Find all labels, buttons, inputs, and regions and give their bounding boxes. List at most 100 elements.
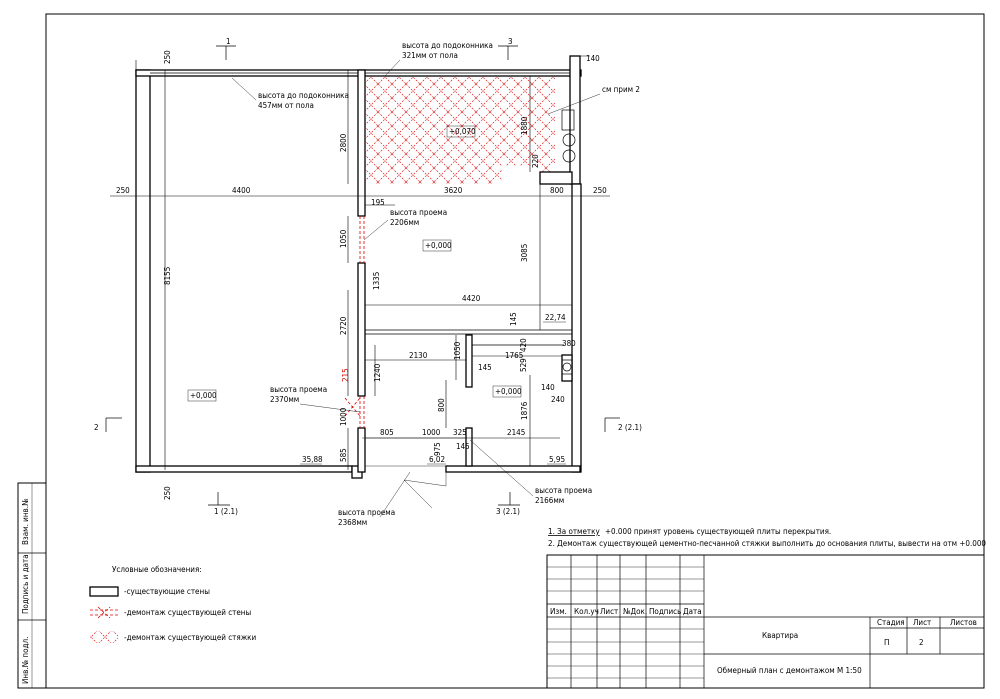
tb-sheets-label: Листов [950,618,977,627]
dim-140-top: 140 [586,54,600,63]
stamp-inv: Инв.№ подл. [21,637,30,684]
tb-stage-label: Стадия [877,618,905,627]
tb-stage: П [884,638,889,647]
tb-col-doc: №Док. [623,607,647,616]
dim-215-demolition: 215 [341,368,350,382]
annotations: высота до подоконника 321мм от пола высо… [231,41,640,527]
dim-805: 805 [380,428,394,437]
tb-col-date: Дата [683,607,702,616]
level-bath: +0,000 [495,387,522,396]
dim-420: 420 [519,338,528,352]
area-5-95: 5,95 [549,455,565,464]
dim-250-left: 250 [116,186,130,195]
level-marks: +0,070 +0,000 +0,000 +0,000 [187,125,522,402]
dim-975: 975 [433,442,442,456]
dim-800-mid: 800 [437,398,446,412]
tb-col-list: Лист [600,607,618,616]
dim-195: 195 [371,198,385,207]
note-opening2-label: высота проема [270,385,327,394]
side-stamp: Взам. инв.№ Подпись и дата Инв.№ подл. [17,482,47,689]
dim-145-b: 145 [478,363,492,372]
dim-2145: 2145 [507,428,525,437]
tb-col-izm: Изм. [550,607,567,616]
note-opening2-value: 2370мм [270,395,299,404]
dim-380: 380 [562,339,576,348]
dim-145-c: 145 [456,442,470,451]
level-balcony: +0,070 [449,127,476,136]
dim-529: 529 [519,358,528,372]
section-1-top: 1 [226,37,231,46]
dim-250-right: 250 [593,186,607,195]
section-2-left: 2 [94,423,99,432]
dimension-texts: 250 140 250 4400 3620 800 250 2800 1880 … [116,50,607,500]
note-opening3-value: 2166мм [535,496,564,505]
dim-4400: 4400 [232,186,251,195]
screed-demolition-area [365,72,555,184]
dim-1765: 1765 [505,351,523,360]
tb-sheet-label: Лист [913,618,931,627]
tb-sheet-title: Обмерный план с демонтажом М 1:50 [717,665,862,675]
remark-1: 1. За отметку +0.000 принят уровень суще… [548,527,831,536]
legend-title: Условные обозначения: [112,564,202,574]
dim-250-top: 250 [163,50,172,64]
dim-1876: 1876 [520,401,529,420]
area-22-74: 22,74 [545,313,566,322]
dim-1335: 1335 [372,272,381,290]
dim-145-a: 145 [509,312,518,326]
dim-3620: 3620 [444,186,463,195]
stamp-sign-date: Подпись и дата [21,554,30,614]
area-35-88: 35,88 [302,455,323,464]
note-opening4-value: 2368мм [338,518,367,527]
level-big-room: +0,000 [190,391,217,400]
dim-1880: 1880 [520,116,529,135]
note-opening3-label: высота проема [535,486,592,495]
room-areas: 22,74 35,88 6,02 5,95 [300,313,566,465]
legend: Условные обозначения: -существующие стен… [89,564,257,643]
dim-325: 325 [453,428,467,437]
note-see-2: см прим 2 [602,85,640,94]
section-3-top: 3 [508,37,513,46]
level-hall: +0,000 [425,241,452,250]
dim-2130: 2130 [409,351,428,360]
dim-1000-h: 1000 [422,428,441,437]
tb-project: Квартира [762,631,798,640]
note-opening1-label: высота проема [390,208,447,217]
dim-240: 240 [551,395,565,404]
balcony-fixtures [561,109,576,375]
dim-250-bottom: 250 [163,486,172,500]
remark-2: 2. Демонтаж существующей цементно-песчан… [548,539,986,548]
note-sill-top-label: высота до подоконника [402,41,493,50]
remarks: 1. За отметку +0.000 принят уровень суще… [548,527,986,548]
note-sill-top-value: 321мм от пола [402,51,458,60]
dim-2800: 2800 [339,133,348,152]
title-block: Изм. Кол.уч Лист №Док. Подпись Дата Квар… [546,554,985,689]
dim-2720: 2720 [339,316,348,335]
note-sill-left-value: 457мм от пола [258,101,314,110]
section-1-bottom: 1 (2.1) [214,507,238,516]
dim-800-right: 800 [550,186,564,195]
legend-screed: -демонтаж существующей стяжки [124,633,257,642]
dim-4420: 4420 [462,294,481,303]
existing-walls [135,55,582,479]
dim-1050-a: 1050 [339,229,348,248]
dim-1240: 1240 [373,363,382,382]
legend-demolition: -демонтаж существующей стены [124,608,252,617]
section-markers: 1 3 2 2 (2.1) 1 (2.1) 3 (2.1) [94,37,642,516]
dim-140-b: 140 [541,383,555,392]
dimension-lines [110,55,610,470]
dim-585: 585 [339,448,348,462]
dim-220: 220 [531,154,540,168]
note-sill-left-label: высота до подоконника [258,91,349,100]
tb-col-kol: Кол.уч [574,607,599,616]
note-opening4-label: высота проема [338,508,395,517]
legend-existing: -существующие стены [124,587,210,596]
dim-3085: 3085 [520,244,529,262]
dim-8155: 8155 [163,267,172,285]
section-3-bottom: 3 (2.1) [496,507,520,516]
sheet-frame [45,13,985,689]
area-6-02: 6,02 [429,455,445,464]
stamp-replace: Взам. инв.№ [21,498,30,545]
dim-1050-b: 1050 [453,341,462,360]
dim-1000-v: 1000 [339,407,348,426]
